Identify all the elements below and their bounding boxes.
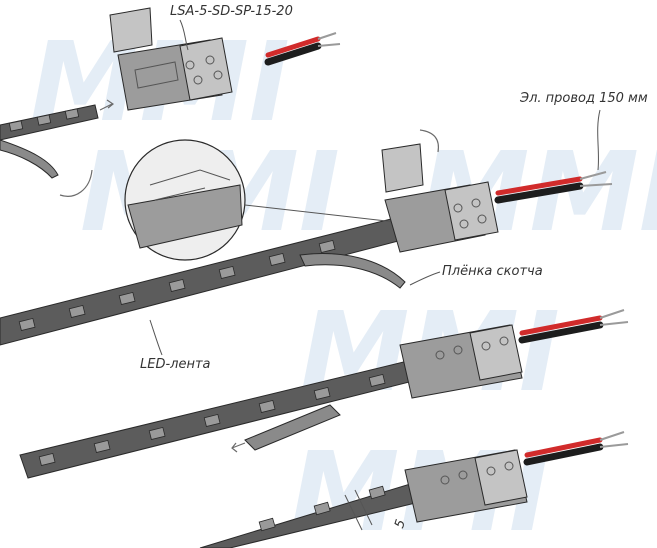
connector-terminal-block xyxy=(444,181,499,241)
connector-closing xyxy=(381,143,499,253)
wire-lead xyxy=(317,32,341,47)
screw-icon xyxy=(435,350,445,360)
led-chip xyxy=(68,304,86,319)
screw-icon xyxy=(453,345,463,355)
label-leader-led xyxy=(149,319,163,356)
contact-spring xyxy=(134,61,179,89)
close-arrow xyxy=(419,129,440,153)
screw-icon xyxy=(459,219,469,229)
wire-bottom xyxy=(523,431,629,466)
step-3 xyxy=(19,309,629,479)
led-chip xyxy=(313,501,331,516)
label-leader-wire xyxy=(597,109,601,171)
pull-arrow xyxy=(231,442,246,453)
led-chip xyxy=(64,108,80,120)
connector-open xyxy=(109,7,233,111)
screw-icon xyxy=(185,60,195,70)
connector-closed-3 xyxy=(399,324,523,399)
led-chip xyxy=(368,373,386,388)
screw-icon xyxy=(213,70,223,80)
magnified-contact xyxy=(149,169,231,201)
led-chip xyxy=(368,485,386,500)
led-chip xyxy=(258,399,276,414)
led-chip xyxy=(93,439,111,454)
wire-red xyxy=(265,36,321,58)
wire-black xyxy=(494,182,584,204)
wire-middle xyxy=(494,171,613,204)
screw-icon xyxy=(504,461,514,471)
wire-black xyxy=(264,42,322,66)
connector-closed-4 xyxy=(404,449,528,523)
led-chip-row xyxy=(258,485,386,532)
connector-terminal-block xyxy=(469,324,523,381)
screw-icon xyxy=(205,55,215,65)
led-chip xyxy=(203,413,221,428)
led-chip-row xyxy=(38,373,386,467)
led-chip xyxy=(313,386,331,401)
wire-lead xyxy=(599,309,629,326)
dimension-line xyxy=(354,489,373,526)
magnifier-detail xyxy=(124,139,396,261)
led-chip xyxy=(148,426,166,441)
step-2: Плёнка скотча Эл. провод 150 мм LE xyxy=(0,91,648,372)
connector-lid xyxy=(109,7,153,53)
led-chip xyxy=(18,317,36,332)
screw-icon xyxy=(499,336,509,346)
screw-icon xyxy=(486,466,496,476)
led-chip xyxy=(168,278,186,293)
label-led-strip: LED-лента xyxy=(140,357,211,372)
tape-film-peel xyxy=(0,139,59,179)
screw-icon xyxy=(477,214,487,224)
led-chip xyxy=(258,517,276,532)
magnifier-pointer xyxy=(244,204,396,223)
dimension-line xyxy=(344,494,363,531)
wire-step3 xyxy=(518,309,629,344)
connector-terminal-block xyxy=(179,37,233,101)
wire-black xyxy=(518,321,604,344)
wire-red xyxy=(519,315,603,336)
wire-black xyxy=(523,443,604,466)
wire-red xyxy=(524,437,603,458)
led-chip xyxy=(8,120,24,132)
screw-icon xyxy=(458,470,468,480)
wire-red xyxy=(495,176,583,196)
label-tape-film: Плёнка скотча xyxy=(442,264,543,279)
connector-terminal-block xyxy=(474,449,528,506)
wire-top xyxy=(264,32,341,66)
led-chip xyxy=(318,239,336,254)
led-chip xyxy=(118,291,136,306)
label-wire: Эл. провод 150 мм xyxy=(519,91,648,106)
screw-icon xyxy=(481,341,491,351)
screw-icon xyxy=(193,75,203,85)
led-chip xyxy=(38,452,56,467)
magnified-connector xyxy=(127,184,243,249)
step-4: 5 xyxy=(199,431,629,548)
label-leader-film xyxy=(409,271,441,286)
tape-film-strip xyxy=(244,404,341,451)
label-connector-model: LSA-5-SD-SP-15-20 xyxy=(170,4,293,19)
step-1: LSA-5-SD-SP-15-20 xyxy=(0,4,341,197)
wire-lead xyxy=(579,171,613,187)
led-chip xyxy=(268,252,286,267)
led-chip xyxy=(36,114,52,126)
screw-icon xyxy=(453,203,463,213)
screw-icon xyxy=(471,198,481,208)
insert-arrow xyxy=(99,99,115,111)
label-leader-model xyxy=(179,19,189,51)
screw-icon xyxy=(440,475,450,485)
connector-lid xyxy=(381,143,424,193)
peel-arrow-1 xyxy=(59,169,93,197)
wire-lead xyxy=(599,431,629,448)
led-chip xyxy=(218,265,236,280)
tape-film-peel xyxy=(299,253,406,289)
led-chip-row xyxy=(18,239,336,332)
